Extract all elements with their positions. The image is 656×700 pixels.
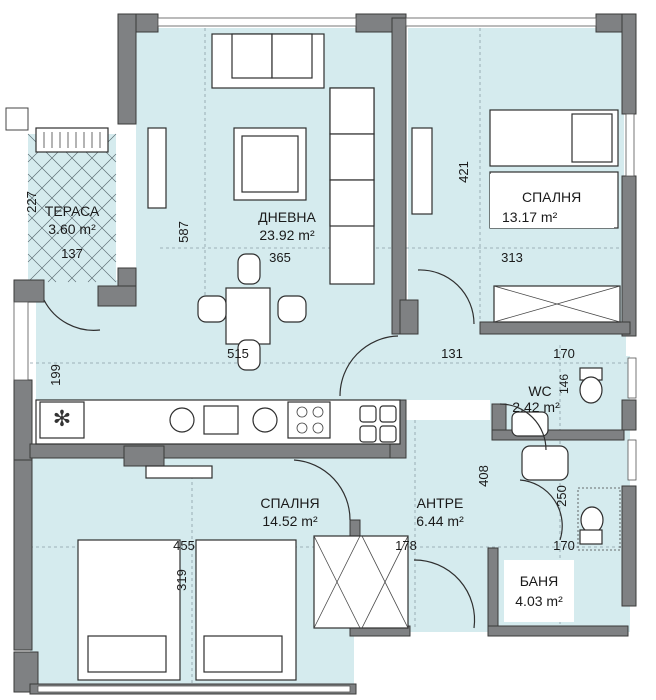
bath-label-box [504, 560, 574, 622]
window-top-living [157, 17, 357, 27]
dim-wc-width: 170 [553, 346, 575, 361]
tv-bedroom1-icon [411, 127, 433, 215]
wall-right-mid [621, 175, 637, 337]
bedroom1-area: 13.17 m² [502, 209, 558, 225]
bath-area: 4.03 m² [515, 593, 563, 609]
dim-terrace-width: 137 [61, 246, 83, 261]
coffee-table-icon [233, 127, 307, 201]
sink-bath-icon [521, 445, 569, 481]
dim-wc-height: 146 [557, 374, 571, 394]
window-bedroom1-right [625, 113, 635, 177]
dim-kitchen-depth: 199 [48, 364, 63, 386]
window-left [13, 301, 29, 381]
sink-wc-icon [511, 411, 549, 437]
bedroom1-name: СПАЛНЯ [522, 189, 581, 205]
dim-bedroom2-height: 319 [174, 569, 189, 591]
door-terrace [43, 299, 101, 331]
wall-living-bedroom1 [391, 17, 407, 335]
dimension-labels: 227 137 587 365 421 313 199 515 131 170 … [24, 161, 575, 591]
svg-text:✻: ✻ [53, 407, 71, 432]
wall-right-upper [621, 13, 637, 115]
door-bedroom1 [417, 269, 475, 325]
wc-area: 2.42 m² [512, 399, 560, 415]
wall-living-pillar [97, 285, 137, 307]
wall-right-lower [621, 399, 637, 431]
bed-bedroom2-icon [77, 539, 297, 681]
living-area: 23.92 m² [259, 227, 315, 243]
dim-hall-width: 178 [395, 538, 417, 553]
wall-kitchen-bottom [29, 443, 393, 459]
window-bottom-bedroom2 [37, 685, 351, 693]
door-bath [519, 479, 563, 541]
doors [43, 269, 563, 629]
dim-bath-height: 250 [554, 485, 569, 507]
wall-left-upper [13, 279, 45, 303]
dim-hall-top-width: 131 [441, 346, 463, 361]
wardrobe-bedroom1-icon [493, 285, 621, 323]
dim-living-height: 587 [176, 221, 191, 243]
terrace-area: 3.60 m² [48, 221, 96, 237]
dim-bedroom1-height: 421 [456, 161, 471, 183]
door-wc [499, 403, 547, 451]
kitchen-counter-icon: ✻ [35, 399, 401, 445]
wall-living-left [117, 13, 137, 125]
tv-bedroom2-icon [145, 465, 213, 479]
window-bath [627, 439, 637, 481]
terrace-floor [28, 134, 116, 282]
room-labels: ТЕРАСА 3.60 m² ДНЕВНА 23.92 m² СПАЛНЯ 13… [45, 174, 614, 622]
wall-bedroom1-bottom [479, 321, 631, 335]
wc-name: WC [528, 383, 551, 399]
hall-area: 6.44 m² [416, 513, 464, 529]
dim-bath-width: 170 [553, 538, 575, 553]
toilet-wc-icon [579, 367, 603, 404]
dim-bedroom1-width: 313 [501, 250, 523, 265]
shower-icon [577, 487, 621, 551]
windows [5, 17, 637, 693]
dim-terrace-height: 227 [24, 191, 39, 213]
wall-bath-left [487, 547, 499, 633]
dining-table-icon [197, 253, 307, 371]
toilet-bath-icon [579, 506, 604, 545]
bedroom1-label-box [490, 174, 614, 228]
walls [13, 13, 637, 695]
terrace-name: ТЕРАСА [45, 203, 100, 219]
window-wc [627, 357, 637, 399]
dim-hall-height: 408 [476, 465, 491, 487]
wardrobe-bedroom2-icon [313, 535, 409, 629]
bath-name: БАНЯ [520, 573, 558, 589]
living-name: ДНЕВНА [258, 209, 316, 225]
dim-kitchen-width: 515 [227, 346, 249, 361]
wall-right-bottom [621, 485, 637, 607]
bedroom2-area: 14.52 m² [262, 513, 318, 529]
bar-stools-icon [359, 405, 397, 443]
wall-bedroom1-stub [399, 299, 419, 335]
wall-kitchen-post [123, 445, 165, 467]
armchair-icon [211, 33, 325, 89]
bedroom2-name: СПАЛНЯ [260, 495, 319, 511]
wall-left-column [13, 379, 33, 461]
dim-living-width: 365 [269, 250, 291, 265]
window-top-bedroom1 [405, 17, 597, 27]
window-terrace [5, 107, 29, 131]
wall-wc-bath [491, 429, 625, 441]
sofa-icon [329, 87, 375, 285]
ac-unit-icon [35, 127, 109, 153]
wall-left-lower [13, 459, 33, 651]
door-bedroom2 [293, 459, 351, 521]
tv-living-icon [147, 127, 167, 209]
dim-bedroom2-width: 455 [173, 538, 195, 553]
door-entrance [413, 559, 476, 629]
furniture: ✻ [35, 33, 621, 681]
door-living [339, 335, 399, 397]
hall-name: АНТРЕ [417, 495, 464, 511]
wall-bath-bottom [487, 625, 629, 637]
